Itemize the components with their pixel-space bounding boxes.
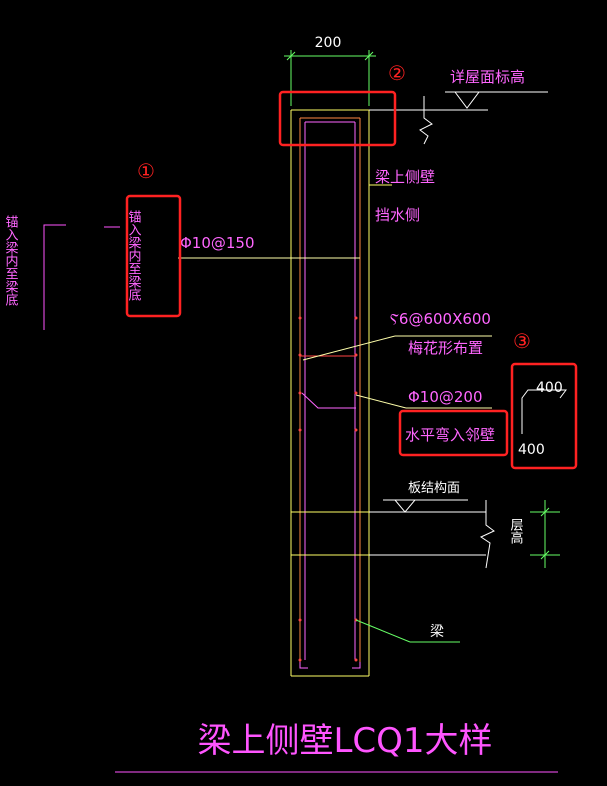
dim-width-text: 200: [315, 35, 342, 51]
slab-section: 板结构面 层高: [291, 481, 560, 569]
break-mark: [419, 96, 433, 145]
horizontal-bar-bend: [301, 392, 356, 409]
hook-bottom-right: [352, 662, 361, 669]
hbar-leader: [355, 394, 407, 409]
callout-2: ②: [278, 61, 406, 147]
top-dimension: 200: [284, 35, 376, 106]
hook-dim-h-text: 400: [536, 380, 563, 396]
anchor-note-right: 锚入梁内至梁底: [126, 210, 142, 302]
rebar-dot: [298, 316, 302, 320]
tie-layout-text: 梅花形布置: [408, 339, 483, 357]
callout-number-2: ②: [388, 61, 406, 85]
callout-box-2: [278, 90, 397, 147]
side-dim-tick-top: [540, 507, 550, 517]
rebar-dot: [354, 316, 358, 320]
hbar-text: Φ10@200: [408, 388, 483, 406]
vertical-bar-text: Φ10@150: [180, 234, 255, 252]
rebar-dot: [298, 618, 302, 622]
wall-section: [290, 109, 370, 677]
hbar-bend-text: 水平弯入邻壁: [405, 426, 495, 444]
retaining-side-text: 挡水侧: [375, 206, 420, 224]
beam-leader: [355, 619, 411, 643]
tie-leader: [302, 335, 396, 361]
rebar-dot: [298, 428, 302, 432]
rebar-dot: [354, 428, 358, 432]
side-dim-tick-bottom: [540, 550, 550, 560]
slab-break-mark: [479, 500, 495, 569]
anchor-note-left: 锚入梁内至梁底: [3, 215, 19, 307]
roof-level-text: 详屋面标高: [450, 68, 525, 86]
hook-shape: [521, 389, 567, 434]
rebar-dot: [354, 658, 358, 662]
slab-text: 板结构面: [408, 481, 460, 496]
dim-tick-left: [286, 51, 296, 61]
beam-side-wall-text: 梁上侧壁: [375, 168, 435, 186]
beam-text: 梁: [430, 624, 444, 640]
drawing-title: 梁上侧壁LCQ1大样: [197, 721, 492, 761]
anchor-notes: 锚入梁内至梁底 锚入梁内至梁底: [3, 210, 142, 330]
rebar-dot: [298, 391, 302, 395]
callout-number-1: ①: [137, 159, 155, 183]
callout-3: ③: [398, 329, 578, 470]
callout-box-hbar: [398, 409, 509, 457]
rebar-dot: [354, 391, 358, 395]
callout-1: ①: [125, 159, 182, 318]
callout-number-3: ③: [513, 329, 531, 353]
callout-box-3: [510, 362, 578, 470]
hook-bottom-left: [299, 662, 308, 669]
anchor-bracket-left: [43, 224, 66, 330]
rebar-dot: [298, 658, 302, 662]
roof-level-mark: 详屋面标高: [369, 68, 548, 145]
tie-text: Ⲋ6@600X600: [390, 310, 491, 328]
callout-box-1: [125, 194, 182, 318]
side-dim-text: 层高: [508, 518, 524, 544]
dim-tick-right: [364, 51, 374, 61]
hook-detail: 400 400: [518, 380, 567, 458]
hook-dim-v-text: 400: [518, 442, 545, 458]
